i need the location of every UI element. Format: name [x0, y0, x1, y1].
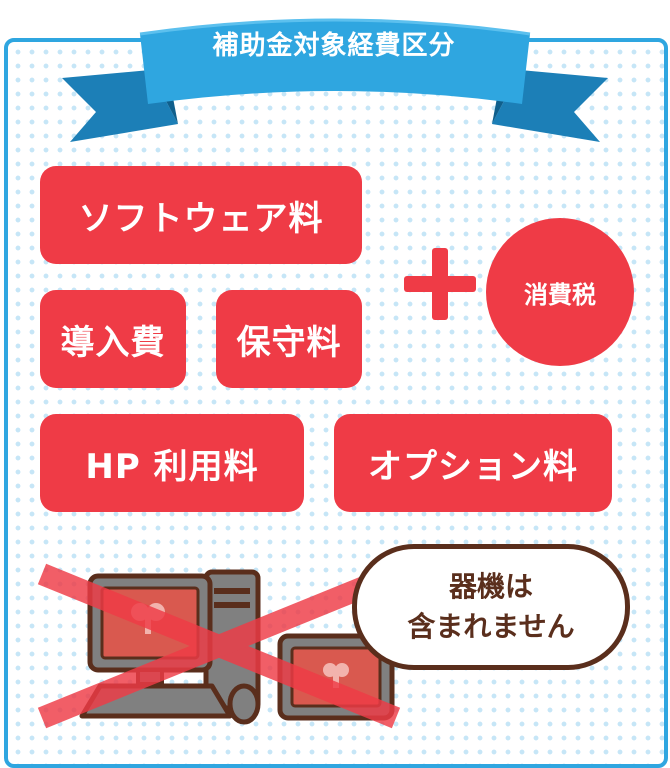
- expense-software: ソフトウェア料: [40, 166, 362, 264]
- note-line-2: 含まれません: [407, 610, 575, 643]
- expense-maintenance: 保守料: [216, 290, 362, 388]
- tax-circle: 消費税: [486, 218, 634, 366]
- expense-intro: 導入費: [40, 290, 186, 388]
- expense-hp: HP 利用料: [40, 414, 304, 512]
- cross-out-mark: [37, 563, 401, 729]
- plus-icon: [404, 248, 476, 320]
- ribbon-title: 補助金対象経費区分: [212, 31, 456, 61]
- ribbon-banner: [62, 18, 608, 142]
- expense-option: オプション料: [334, 414, 612, 512]
- speech-bubble: 器機は 含まれません: [352, 544, 630, 670]
- note-line-1: 器機は: [448, 570, 533, 603]
